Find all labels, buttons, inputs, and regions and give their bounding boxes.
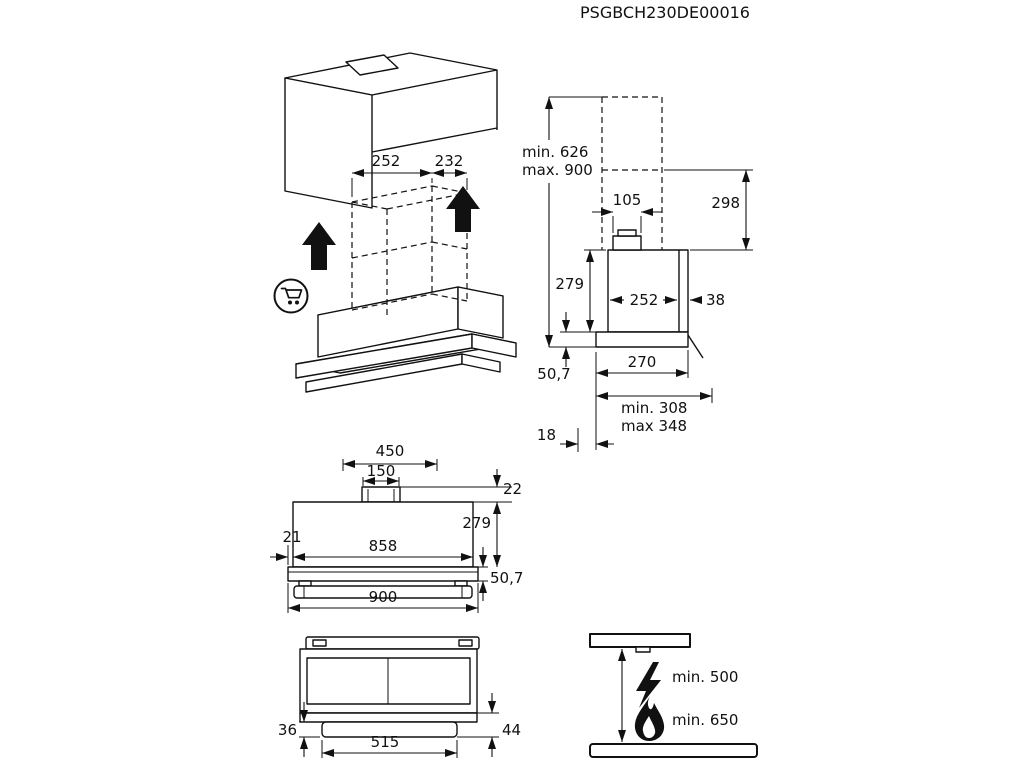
hood-bottom-stub	[635, 646, 651, 653]
dim-side-height-min: min. 626	[522, 143, 588, 161]
dim-side-rear-gap: 38	[706, 291, 725, 309]
dim-side-body-depth: 252	[630, 291, 659, 309]
up-arrow-icon	[446, 186, 480, 232]
dim-side-body-height: 279	[555, 275, 584, 293]
dim-side-chimney-height: 298	[711, 194, 740, 212]
hood-bottom-bar	[589, 633, 691, 648]
front-dimension-view: 450 150 22 279 21 858 50,7	[270, 442, 523, 613]
clearance-gas-label: min. 650	[672, 711, 738, 729]
hood-body-side	[595, 229, 704, 359]
dim-front-outlet-width: 150	[367, 462, 396, 480]
dim-side-outlet-width: 105	[613, 191, 642, 209]
dim-front-duct-cover-width: 450	[376, 442, 405, 460]
isometric-view: 252 232	[273, 52, 517, 393]
dim-side-height-max: max. 900	[522, 161, 593, 179]
dim-front-body-height: 279	[462, 514, 491, 532]
side-dimensions: min. 626 max. 900 105 298 279 50,7	[522, 96, 753, 452]
clearance-electric-label: min. 500	[672, 668, 738, 686]
dim-bottom-rear-height: 44	[502, 721, 521, 739]
dim-side-visor-height: 50,7	[537, 365, 570, 383]
dim-side-base-depth: 270	[628, 353, 657, 371]
duct-dashed-outline	[351, 185, 468, 317]
bottom-dimension-view: 36 44 515	[278, 636, 521, 758]
dim-front-total-width: 900	[369, 588, 398, 606]
dim-side-wall-clearance: 18	[537, 426, 556, 444]
dim-iso-duct-depth: 232	[435, 152, 464, 170]
dim-front-visor-height: 50,7	[490, 569, 523, 587]
clearance-view: min. 500 min. 650	[589, 633, 758, 758]
dim-side-depth-min: min. 308	[621, 399, 687, 417]
shopping-cart-icon	[273, 278, 309, 314]
flame-icon	[634, 696, 665, 741]
product-code: PSGBCH230DE00016	[580, 3, 750, 22]
dim-side-depth-max: max 348	[621, 417, 687, 435]
dim-front-outlet-height: 22	[503, 480, 522, 498]
hood-body-isometric	[295, 286, 517, 393]
hood-bottom-outline	[299, 636, 480, 738]
dim-front-body-width: 858	[369, 537, 398, 555]
side-dimension-view: min. 626 max. 900 105 298 279 50,7	[522, 96, 753, 452]
hob-surface-bar	[589, 743, 758, 758]
cabinet-outline	[284, 52, 498, 209]
dim-bottom-filter-width: 515	[371, 733, 400, 751]
isometric-dimensions: 252 232	[351, 152, 468, 197]
duct-dashed-side	[601, 96, 663, 250]
bottom-dimensions: 36 44 515	[278, 693, 521, 758]
dim-front-side-inset: 21	[282, 528, 301, 546]
front-dimensions: 450 150 22 279 21 858 50,7	[270, 442, 523, 613]
dim-iso-duct-width: 252	[372, 152, 401, 170]
up-arrow-icon	[302, 222, 336, 270]
dim-bottom-front-height: 36	[278, 721, 297, 739]
lightning-bolt-icon	[636, 662, 661, 708]
